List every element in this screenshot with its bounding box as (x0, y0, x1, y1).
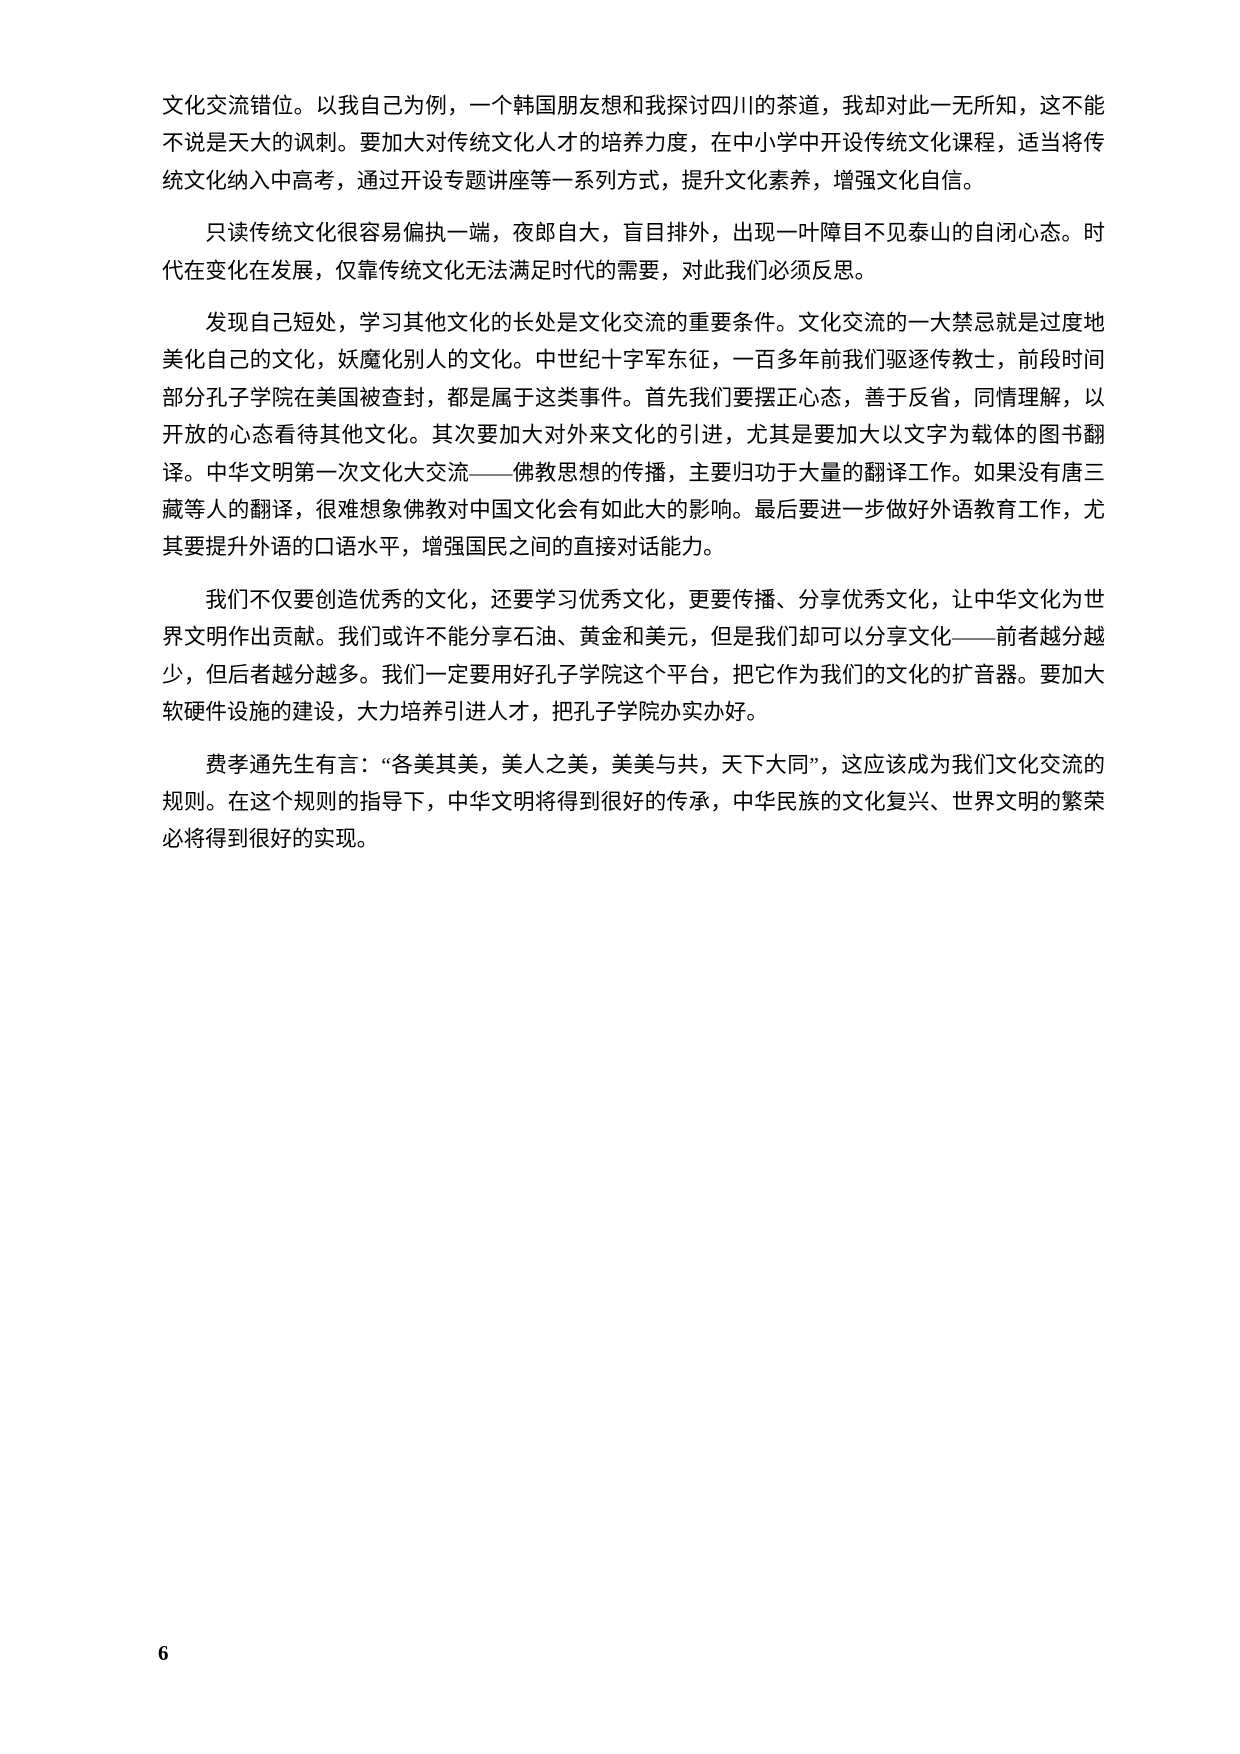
paragraph-5: 费孝通先生有言：“各美其美，美人之美，美美与共，天下大同”，这应该成为我们文化交… (162, 752, 1105, 852)
paragraph-2: 只读传统文化很容易偏执一端，夜郎自大，盲目排外，出现一叶障目不见泰山的自闭心态。… (162, 221, 1105, 283)
paragraph-1: 文化交流错位。以我自己为例，一个韩国朋友想和我探讨四川的茶道，我却对此一无所知，… (162, 94, 1105, 193)
paragraph-4: 我们不仅要创造优秀的文化，还要学习优秀文化，更要传播、分享优秀文化，让中华文化为… (162, 587, 1105, 725)
paragraph-3: 发现自己短处，学习其他文化的长处是文化交流的重要条件。文化交流的一大禁忌就是过度… (162, 311, 1105, 560)
page-number: 6 (158, 1641, 169, 1665)
page-body-text: 文化交流错位。以我自己为例，一个韩国朋友想和我探讨四川的茶道，我却对此一无所知，… (162, 88, 1105, 874)
